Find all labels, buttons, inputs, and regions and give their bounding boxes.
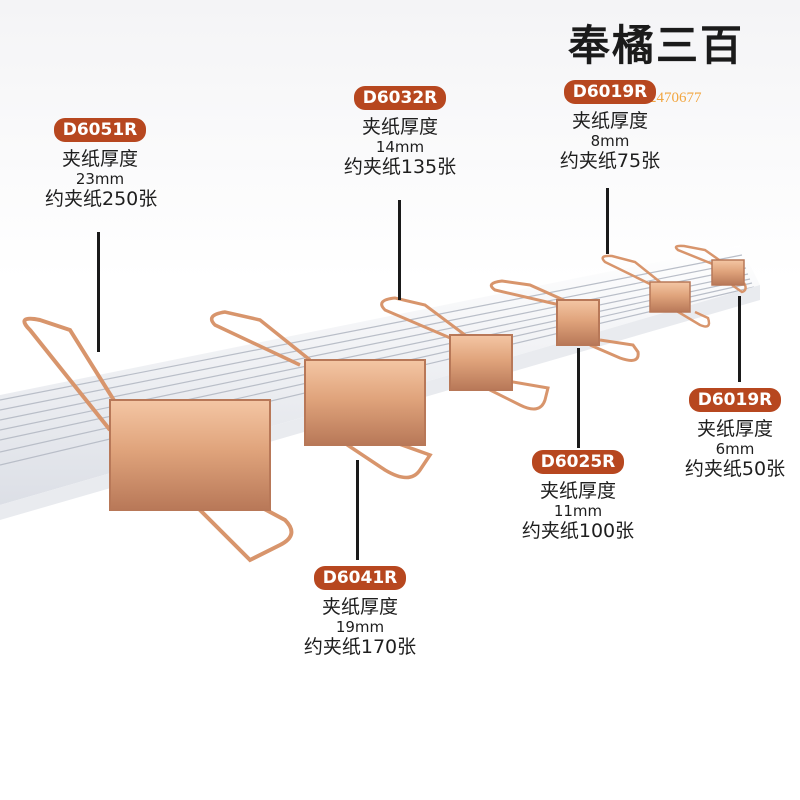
model-badge: D6051R: [53, 118, 147, 142]
binder-clip-d6051r: [22, 316, 294, 563]
binder-clip-d6025r: [489, 279, 640, 362]
leader-line-d6041r: [356, 460, 359, 560]
spec-label-d6032r: D6032R 夹纸厚度 14mm 约夹纸135张: [330, 86, 470, 178]
spec-label-d6019r-6mm: D6019R 夹纸厚度 6mm 约夹纸50张: [670, 388, 800, 480]
model-badge: D6019R: [563, 80, 657, 104]
spec-title: 夹纸厚度: [61, 148, 138, 170]
model-badge: D6032R: [353, 86, 447, 110]
spec-capacity: 约夹纸50张: [684, 458, 786, 480]
spec-thickness: 23mm: [75, 170, 125, 188]
spec-capacity: 约夹纸75张: [559, 150, 661, 172]
binder-clip-d6041r: [209, 310, 433, 480]
leader-line-d6025r: [577, 348, 580, 448]
model-badge: D6041R: [313, 566, 407, 590]
spec-title: 夹纸厚度: [539, 480, 616, 502]
spec-label-d6019r-8mm: D6019R 夹纸厚度 8mm 约夹纸75张: [545, 80, 675, 172]
spec-thickness: 6mm: [715, 440, 755, 458]
leader-line-d6051r: [97, 232, 100, 352]
leader-line-d6032r: [398, 200, 401, 300]
model-badge: D6025R: [531, 450, 625, 474]
spec-thickness: 19mm: [335, 618, 385, 636]
leader-line-d6019r-8mm: [606, 188, 609, 254]
spec-capacity: 约夹纸100张: [521, 520, 635, 542]
spec-capacity: 约夹纸135张: [343, 156, 457, 178]
spec-title: 夹纸厚度: [361, 116, 438, 138]
spec-thickness: 8mm: [590, 132, 630, 150]
spec-label-d6025r: D6025R 夹纸厚度 11mm 约夹纸100张: [508, 450, 648, 542]
spec-title: 夹纸厚度: [696, 418, 773, 440]
spec-capacity: 约夹纸170张: [303, 636, 417, 658]
brand-watermark: 奉橘三百: [568, 21, 745, 70]
spec-title: 夹纸厚度: [321, 596, 398, 618]
spec-thickness: 14mm: [375, 138, 425, 156]
spec-thickness: 11mm: [553, 502, 603, 520]
binder-clip-d6019r-6mm: [674, 244, 747, 294]
model-badge: D6019R: [688, 388, 782, 412]
spec-label-d6041r: D6041R 夹纸厚度 19mm 约夹纸170张: [285, 566, 435, 658]
spec-label-d6051r: D6051R 夹纸厚度 23mm 约夹纸250张: [45, 118, 158, 210]
spec-title: 夹纸厚度: [571, 110, 648, 132]
binder-clip-d6032r: [380, 296, 550, 411]
binder-clip-d6019r-8mm: [601, 254, 711, 328]
spec-capacity: 约夹纸250张: [45, 188, 158, 210]
leader-line-d6019r-6mm: [738, 296, 741, 382]
